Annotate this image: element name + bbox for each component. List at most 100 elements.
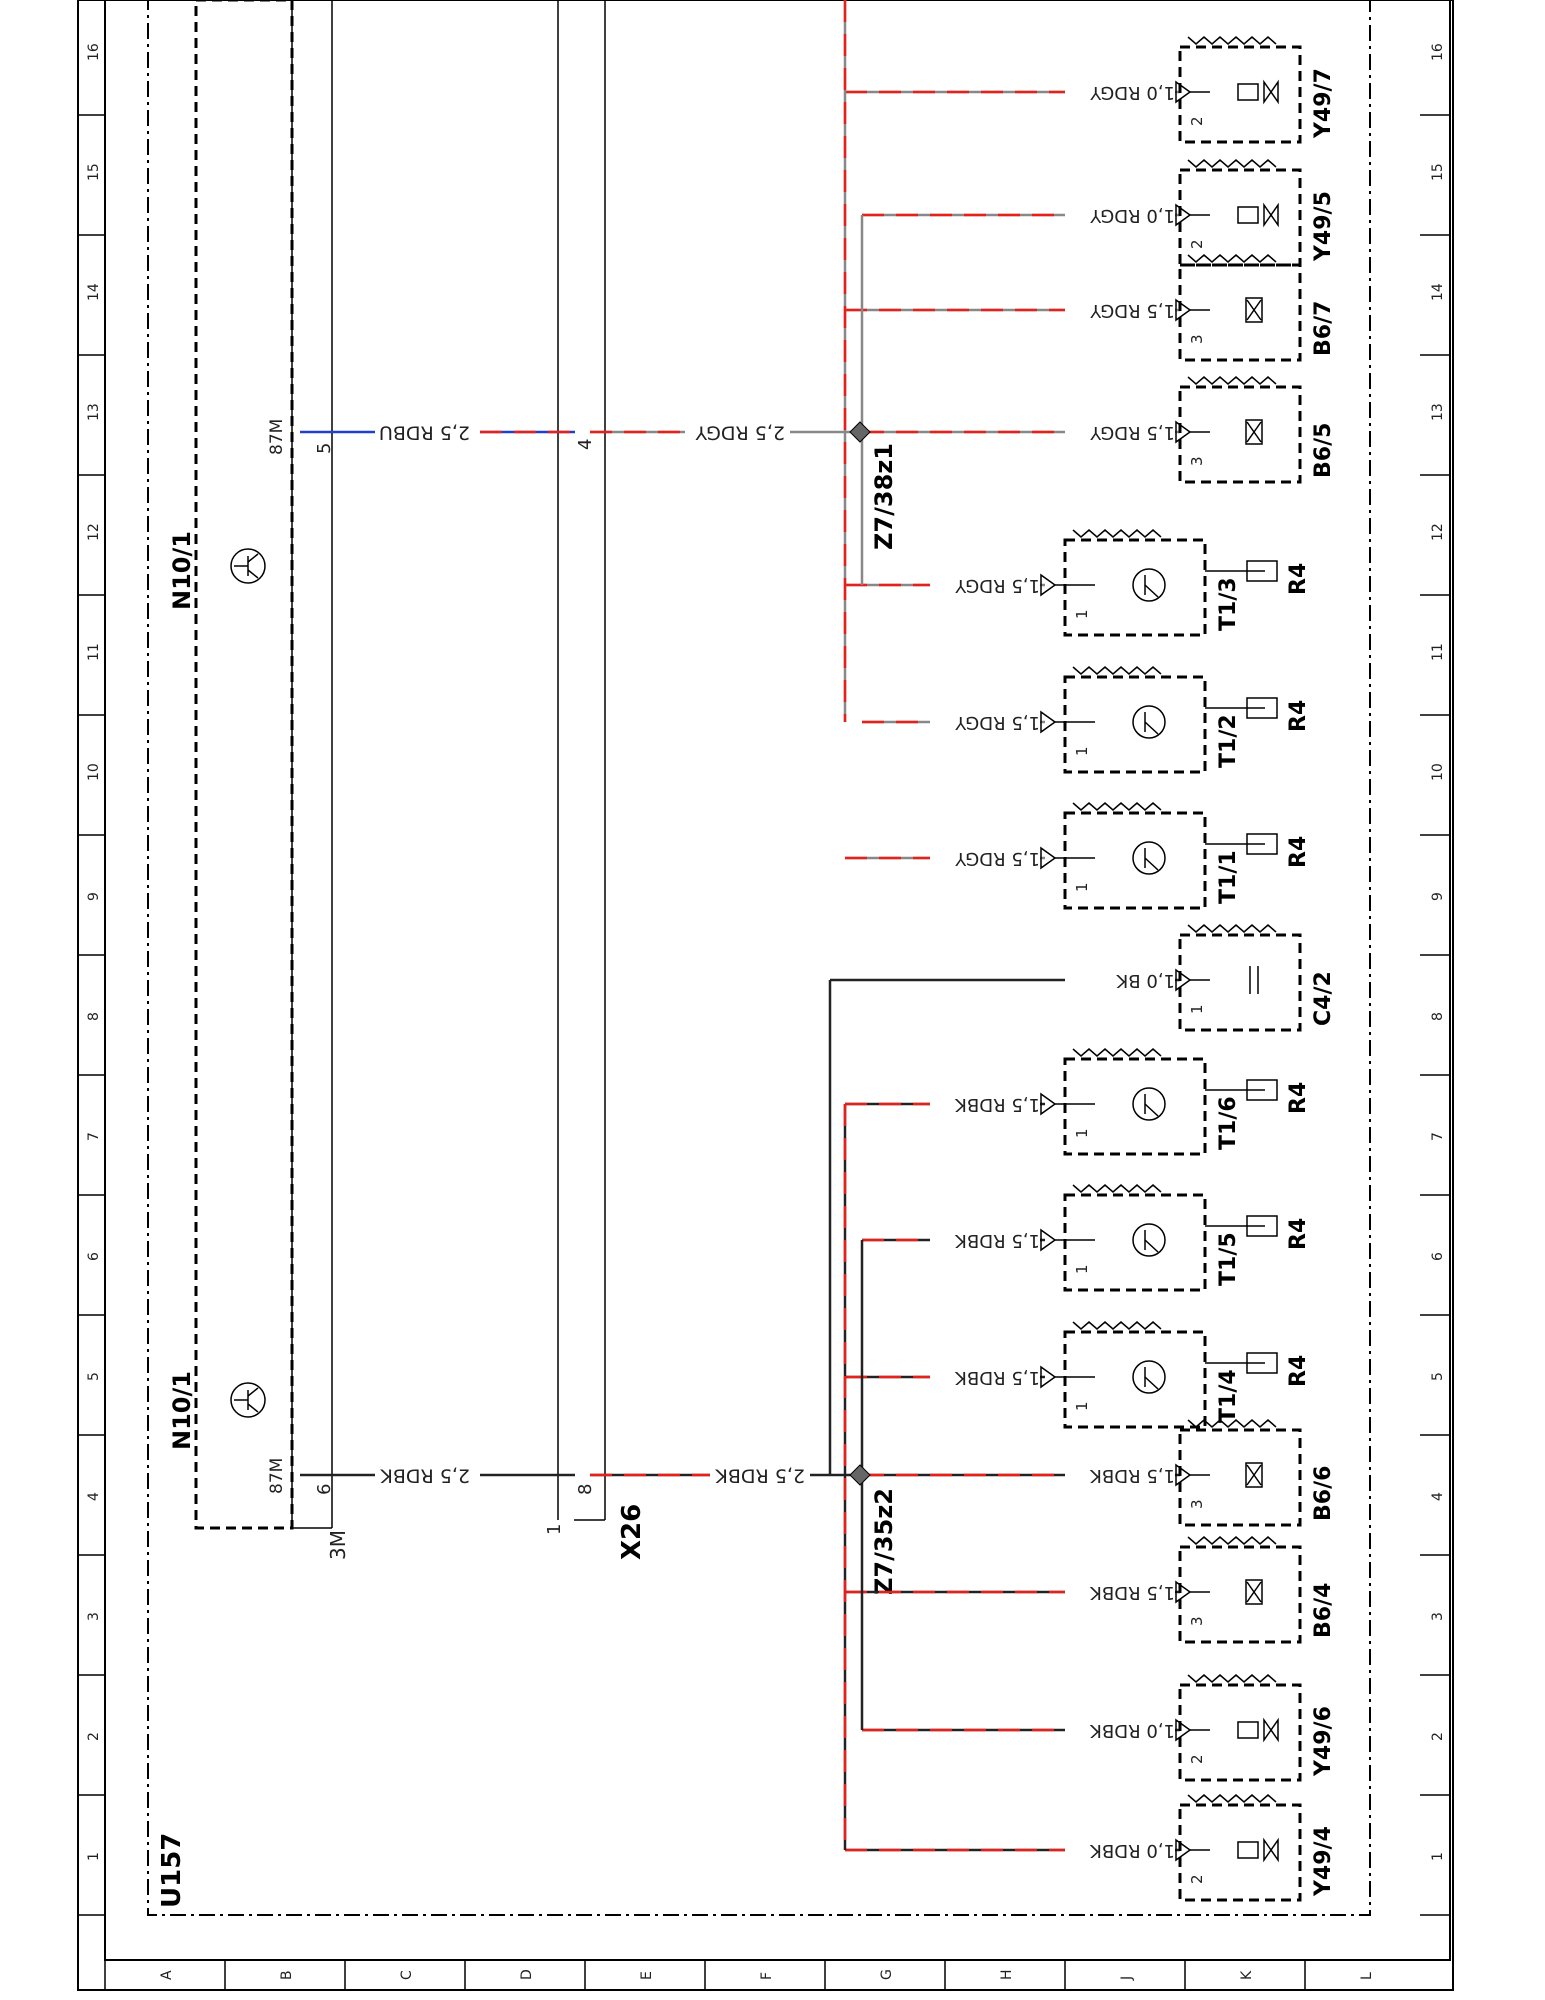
splice-node-icon bbox=[849, 1464, 871, 1486]
valve-body bbox=[1263, 1717, 1279, 1743]
wire-label: 1,0 RDGY bbox=[1089, 205, 1175, 226]
connector-arrow-icon bbox=[1175, 298, 1192, 322]
pin-5: 5 bbox=[314, 443, 335, 454]
row-number: 11 bbox=[1430, 643, 1446, 661]
row-number: 11 bbox=[86, 643, 102, 661]
pin-4: 4 bbox=[575, 439, 596, 450]
housing-zigzag bbox=[1072, 802, 1162, 811]
column-letter: F bbox=[759, 1972, 775, 1980]
transistor-emitter bbox=[1144, 721, 1159, 735]
row-number: 4 bbox=[86, 1492, 102, 1501]
label-3m: 3M bbox=[326, 1530, 350, 1560]
component-box bbox=[1178, 45, 1302, 144]
component-pin: 1 bbox=[1188, 1004, 1206, 1014]
u157-label: U157 bbox=[157, 1833, 187, 1908]
wire-label: 1,5 RDGY bbox=[954, 712, 1040, 733]
row-number: 12 bbox=[1430, 523, 1446, 541]
sensor-cross bbox=[1246, 299, 1262, 321]
wire-label: 1,5 RDBK bbox=[954, 1230, 1040, 1251]
row-number: 3 bbox=[1430, 1612, 1446, 1621]
component-box bbox=[1063, 1057, 1207, 1156]
row-number: 4 bbox=[1430, 1492, 1446, 1501]
wire-label: 1,0 RDBK bbox=[1089, 1840, 1175, 1861]
row-number: 15 bbox=[86, 163, 102, 181]
ground-label: R4 bbox=[1286, 1082, 1311, 1114]
column-letter: K bbox=[1239, 1970, 1255, 1980]
row-number: 5 bbox=[86, 1372, 102, 1381]
ground-connector-icon bbox=[1246, 560, 1278, 582]
ground-connector-icon bbox=[1246, 697, 1278, 719]
wire-label: 1,5 RDGY bbox=[1089, 300, 1175, 321]
component-pin: 1 bbox=[1073, 1264, 1091, 1274]
row-number: 12 bbox=[86, 523, 102, 541]
housing-zigzag bbox=[1187, 1794, 1277, 1803]
housing-zigzag bbox=[1187, 1536, 1277, 1545]
component-name: T1/2 bbox=[1216, 714, 1241, 768]
column-letter: E bbox=[639, 1971, 655, 1980]
component-box bbox=[1178, 1428, 1302, 1527]
row-number: 15 bbox=[1430, 163, 1446, 181]
connector-arrow-icon bbox=[1040, 1092, 1057, 1116]
housing-zigzag bbox=[1187, 1419, 1277, 1428]
pin-8: 8 bbox=[575, 1484, 596, 1495]
component-box bbox=[1063, 1193, 1207, 1292]
row-number: 16 bbox=[1430, 43, 1446, 61]
component-name: Y49/7 bbox=[1311, 68, 1336, 139]
connector-arrow-icon bbox=[1040, 710, 1057, 734]
transistor-emitter bbox=[1144, 1376, 1159, 1390]
wire-top-a-label: 2,5 RDBU bbox=[379, 422, 470, 444]
wire-label: 1,5 RDBK bbox=[954, 1094, 1040, 1115]
row-number: 8 bbox=[1430, 1012, 1446, 1021]
column-letter: J bbox=[1119, 1976, 1135, 1981]
ground-label: R4 bbox=[1286, 1218, 1311, 1250]
column-letter: B bbox=[279, 1970, 295, 1980]
housing-zigzag bbox=[1072, 1184, 1162, 1193]
connector-arrow-icon bbox=[1040, 573, 1057, 597]
row-number: 7 bbox=[86, 1132, 102, 1141]
pin-1-x26: 1 bbox=[544, 1524, 565, 1535]
x26-label: X26 bbox=[617, 1504, 647, 1560]
component-pin: 3 bbox=[1188, 456, 1206, 466]
connector-arrow-icon bbox=[1175, 420, 1192, 444]
ground-connector-icon bbox=[1246, 1215, 1278, 1237]
connector-arrow-icon bbox=[1175, 1580, 1192, 1604]
component-pin: 1 bbox=[1073, 1128, 1091, 1138]
wire-label: 1,5 RDGY bbox=[954, 575, 1040, 596]
row-number: 7 bbox=[1430, 1132, 1446, 1141]
sensor-cross bbox=[1246, 421, 1262, 443]
valve-body bbox=[1263, 202, 1279, 228]
housing-zigzag bbox=[1187, 36, 1277, 45]
wire-label: 1,0 BK bbox=[1115, 970, 1175, 991]
component-box bbox=[1063, 811, 1207, 910]
solenoid-valve-icon bbox=[1237, 206, 1259, 224]
component-box bbox=[1178, 263, 1302, 362]
wire-label: 1,5 RDBK bbox=[954, 1367, 1040, 1388]
component-box bbox=[1178, 933, 1302, 1032]
wire-label: 1,0 RDGY bbox=[1089, 82, 1175, 103]
component-name: Y49/5 bbox=[1311, 191, 1336, 262]
housing-zigzag bbox=[1187, 924, 1277, 933]
solenoid-valve-icon bbox=[1237, 83, 1259, 101]
sensor-cross bbox=[1246, 1464, 1262, 1486]
component-pin: 2 bbox=[1188, 239, 1206, 249]
connector-arrow-icon bbox=[1175, 80, 1192, 104]
wire-label: 1,5 RDBK bbox=[1089, 1582, 1175, 1603]
component-pin: 3 bbox=[1188, 1616, 1206, 1626]
row-number: 13 bbox=[86, 403, 102, 421]
row-number: 5 bbox=[1430, 1372, 1446, 1381]
transistor-icon bbox=[1132, 568, 1166, 602]
component-pin: 3 bbox=[1188, 334, 1206, 344]
housing-zigzag bbox=[1187, 1674, 1277, 1683]
component-box bbox=[1178, 1545, 1302, 1644]
component-name: T1/5 bbox=[1216, 1232, 1241, 1286]
transistor-icon bbox=[1132, 1087, 1166, 1121]
n10-1-box bbox=[194, 0, 294, 1530]
component-box bbox=[1178, 1803, 1302, 1902]
component-box bbox=[1063, 675, 1207, 774]
housing-zigzag bbox=[1187, 159, 1277, 168]
wire-top-b-label: 2,5 RDGY bbox=[695, 422, 785, 444]
housing-zigzag bbox=[1187, 254, 1277, 263]
pin-87m-top: 87M bbox=[267, 419, 287, 455]
